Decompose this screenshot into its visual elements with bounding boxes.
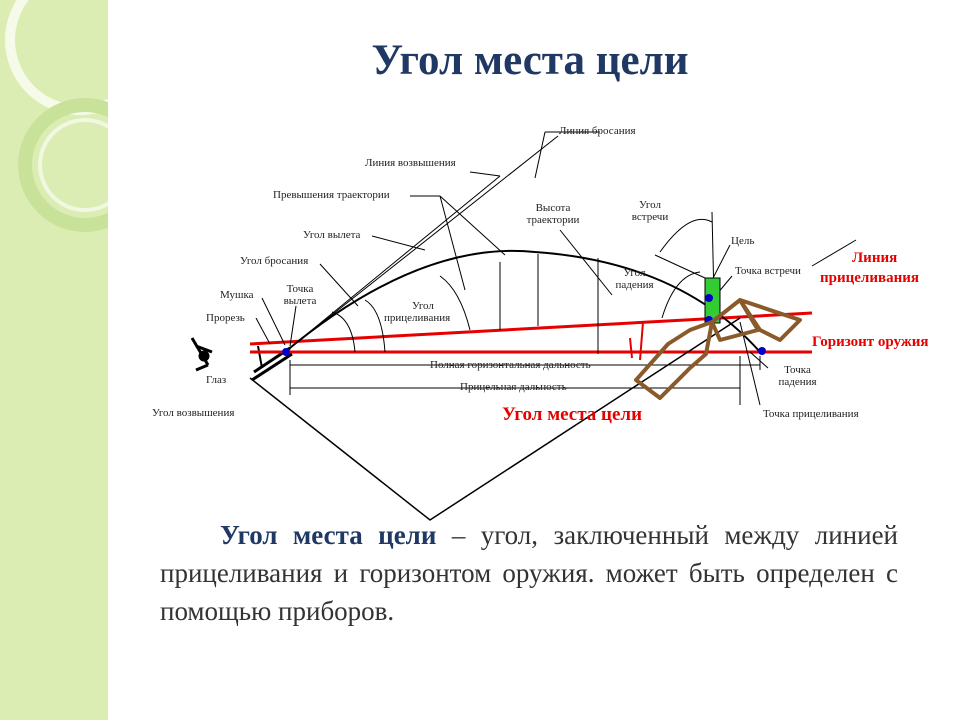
label-rear-sight: Прорезь xyxy=(206,312,245,324)
label-throw-angle: Угол бросания xyxy=(240,255,309,267)
slide-title: Угол места цели xyxy=(371,37,689,84)
departure-point-dot xyxy=(282,348,290,356)
decorative-side-band xyxy=(0,0,108,720)
label-full-range: Полная горизонтальная дальность xyxy=(430,359,591,371)
label-throw-line: Линия бросания xyxy=(559,125,636,137)
aiming-angle-arc xyxy=(439,275,471,331)
angle-marker xyxy=(629,337,633,359)
fall-angle-arc xyxy=(661,271,701,319)
trajectory-curve xyxy=(284,249,761,353)
brown-pointer-shapes xyxy=(634,298,802,400)
label-aiming-point: Точка прицеливания xyxy=(763,408,859,420)
label-trajectory-excess: Превышения траектории xyxy=(273,189,390,201)
meeting-point-dot xyxy=(705,294,713,302)
label-aiming-range: Прицельная дальность xyxy=(460,381,567,393)
decorative-circles xyxy=(5,0,108,232)
label-elevation-angle: Угол возвышения xyxy=(152,407,235,419)
label-target: Цель xyxy=(731,235,755,247)
label-eye: Глаз xyxy=(206,374,227,386)
label-front-sight: Мушка xyxy=(220,289,254,301)
label-weapon-horizon: Горизонт оружия xyxy=(812,334,929,350)
eye-icon xyxy=(190,337,213,372)
label-elevation-line: Линия возвышения xyxy=(365,157,456,169)
dimension-lines xyxy=(289,254,761,405)
definition-paragraph: Угол места цели – угол, заключенный межд… xyxy=(160,516,898,630)
angle-marker-2 xyxy=(639,321,644,361)
elevation-triangle xyxy=(249,317,741,521)
throw-line xyxy=(284,135,559,353)
leader-lines xyxy=(255,131,857,406)
definition-term: Угол места цели xyxy=(220,520,437,550)
label-aiming-line-2: прицеливания xyxy=(820,270,919,286)
meeting-angle-arc xyxy=(659,218,713,253)
label-aiming-line-1: Линия xyxy=(852,250,898,266)
label-meeting-point: Точка встречи xyxy=(735,265,801,277)
fall-point-dot xyxy=(758,347,766,355)
elevation-angle-arc xyxy=(331,311,356,353)
definition-text: – угол, заключенный между линией прицели… xyxy=(160,520,898,626)
label-departure-angle: Угол вылета xyxy=(303,229,361,241)
throw-angle-arc xyxy=(364,299,386,353)
label-target-elevation-angle: Угол места цели xyxy=(502,404,643,425)
elevation-line xyxy=(284,175,501,353)
